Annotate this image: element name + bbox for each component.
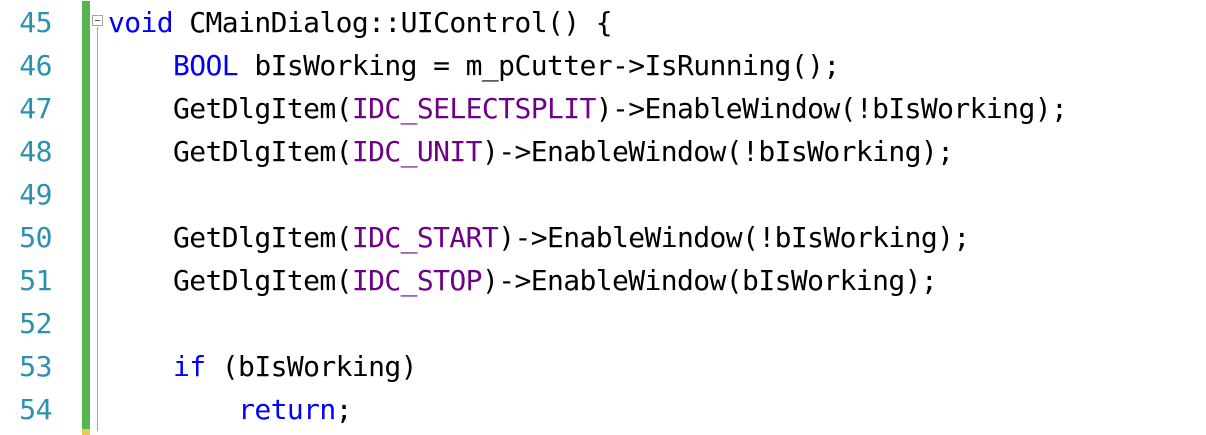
code-token: GetDlgItem(: [108, 135, 352, 168]
code-token: bIsWorking = m_pCutter->IsRunning();: [238, 49, 840, 82]
line-number: 50: [19, 221, 52, 254]
change-indicator-bar: [82, 1, 90, 44]
code-line[interactable]: 45 void CMainDialog::UIControl() {: [0, 1, 1206, 44]
collapse-minus-icon[interactable]: [92, 15, 103, 26]
code-line[interactable]: 53 if (bIsWorking): [0, 345, 1206, 388]
fold-guide-line: [97, 27, 98, 431]
change-indicator-bar: [82, 302, 90, 345]
line-number: 45: [19, 6, 52, 39]
line-number: 49: [19, 178, 52, 211]
code-token: )->EnableWindow(!bIsWorking);: [595, 92, 1068, 125]
code-token: GetDlgItem(: [108, 221, 352, 254]
code-text: GetDlgItem(IDC_UNIT)->EnableWindow(!bIsW…: [108, 130, 954, 173]
code-token: [108, 393, 238, 426]
code-text: GetDlgItem(IDC_SELECTSPLIT)->EnableWindo…: [108, 87, 1068, 130]
code-line[interactable]: 54 return;: [0, 388, 1206, 431]
code-token: ;: [335, 393, 353, 426]
change-indicator-bar: [82, 87, 90, 130]
code-line[interactable]: 52: [0, 302, 1206, 345]
macro-token: IDC_START: [351, 221, 499, 254]
code-token: [108, 350, 173, 383]
line-number: 54: [19, 393, 52, 426]
line-number: 51: [19, 264, 52, 297]
keyword-token: BOOL: [173, 49, 239, 82]
line-number: 47: [19, 92, 52, 125]
change-indicator-bar: [82, 216, 90, 259]
code-text: GetDlgItem(IDC_START)->EnableWindow(!bIs…: [108, 216, 970, 259]
code-line[interactable]: 50 GetDlgItem(IDC_START)->EnableWindow(!…: [0, 216, 1206, 259]
change-indicator-bar: [82, 130, 90, 173]
code-line[interactable]: 49: [0, 173, 1206, 216]
change-indicator-bar: [82, 259, 90, 302]
code-text: if (bIsWorking): [108, 345, 417, 388]
line-number: 53: [19, 350, 52, 383]
code-token: [108, 49, 173, 82]
change-indicator-bar: [82, 345, 90, 388]
code-line[interactable]: 47 GetDlgItem(IDC_SELECTSPLIT)->EnableWi…: [0, 87, 1206, 130]
code-token: )->EnableWindow(bIsWorking);: [481, 264, 938, 297]
code-token: GetDlgItem(: [108, 264, 352, 297]
code-text: BOOL bIsWorking = m_pCutter->IsRunning()…: [108, 44, 840, 87]
line-number: 48: [19, 135, 52, 168]
keyword-token: return: [238, 393, 336, 426]
line-number: 46: [19, 49, 52, 82]
code-line[interactable]: 46 BOOL bIsWorking = m_pCutter->IsRunnin…: [0, 44, 1206, 87]
code-line[interactable]: 48 GetDlgItem(IDC_UNIT)->EnableWindow(!b…: [0, 130, 1206, 173]
change-indicator-bar: [82, 173, 90, 216]
change-indicator-bar: [82, 44, 90, 87]
code-token: )->EnableWindow(!bIsWorking);: [498, 221, 970, 254]
code-token: (bIsWorking): [205, 350, 418, 383]
line-number: 52: [19, 307, 52, 340]
code-text: GetDlgItem(IDC_STOP)->EnableWindow(bIsWo…: [108, 259, 938, 302]
code-text: void CMainDialog::UIControl() {: [108, 1, 613, 44]
macro-token: IDC_STOP: [351, 264, 483, 297]
bookmark-marker: [82, 429, 90, 435]
keyword-token: void: [108, 6, 174, 39]
macro-token: IDC_SELECTSPLIT: [351, 92, 596, 125]
code-line[interactable]: 51 GetDlgItem(IDC_STOP)->EnableWindow(bI…: [0, 259, 1206, 302]
code-token: CMainDialog::UIControl() {: [173, 6, 612, 39]
code-token: )->EnableWindow(!bIsWorking);: [481, 135, 954, 168]
macro-token: IDC_UNIT: [351, 135, 483, 168]
keyword-token: if: [173, 350, 206, 383]
change-indicator-bar: [82, 388, 90, 431]
code-text: return;: [108, 388, 352, 431]
code-token: GetDlgItem(: [108, 92, 352, 125]
